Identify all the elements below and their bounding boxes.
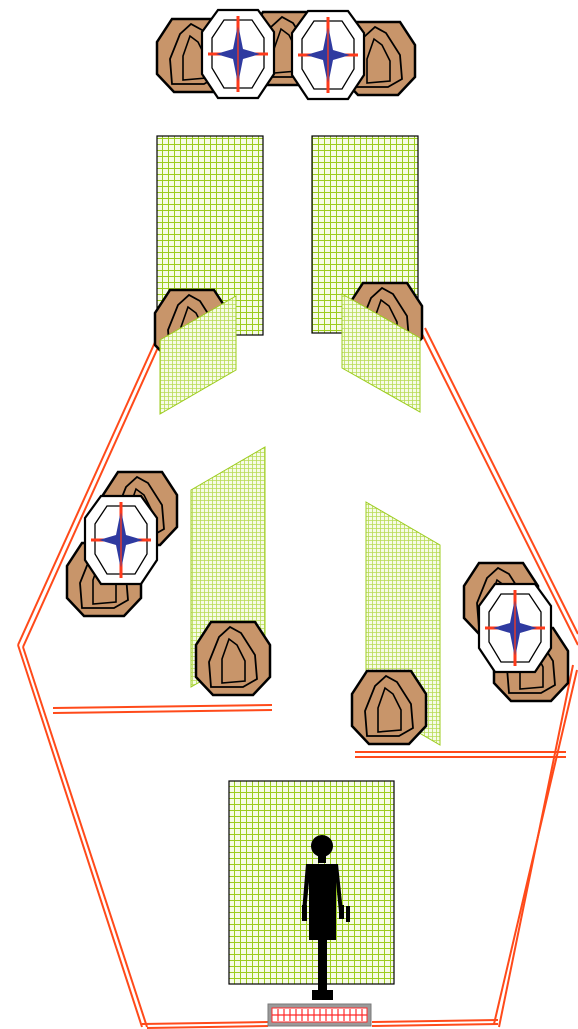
boundary-left-lower: [18, 645, 147, 1027]
paper-target-icon: [202, 10, 274, 98]
paper-target-icon: [292, 11, 364, 99]
paper-target-icon: [479, 584, 551, 672]
steel-target-icon: [196, 622, 270, 695]
boundary-right-lower: [494, 665, 577, 1027]
paper-target-icon: [85, 496, 157, 584]
start-box: [268, 1004, 371, 1026]
fault-line-left: [53, 705, 272, 713]
steel-target-icon: [352, 671, 426, 744]
fault-line-right: [355, 752, 566, 757]
